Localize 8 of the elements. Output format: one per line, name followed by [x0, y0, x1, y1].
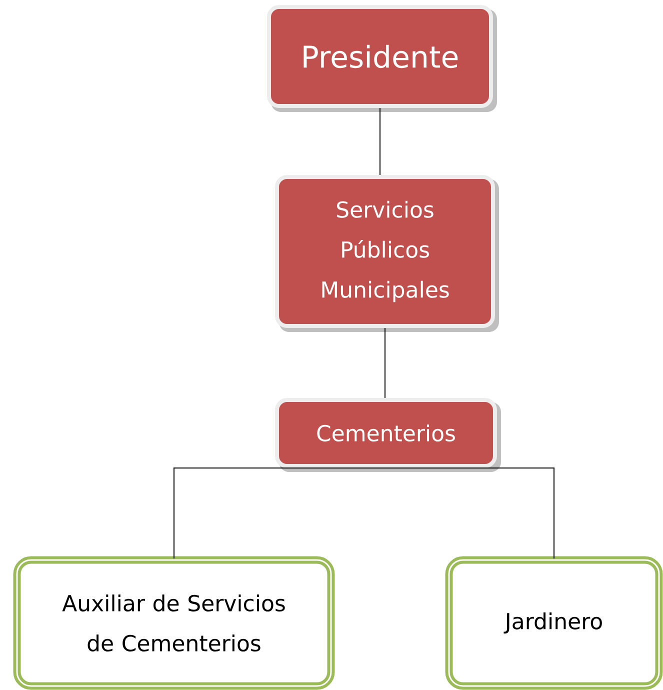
position-box: Presidente	[267, 5, 497, 112]
connector-line	[386, 468, 554, 559]
connector-line	[174, 468, 386, 559]
position-box: Servicios Públicos Municipales	[275, 175, 499, 332]
position-box: Jardinero	[445, 556, 663, 690]
position-box: Auxiliar de Servicios de Cementerios	[13, 556, 335, 690]
position-box: Cementerios	[275, 398, 501, 472]
connector-line	[384, 328, 386, 398]
